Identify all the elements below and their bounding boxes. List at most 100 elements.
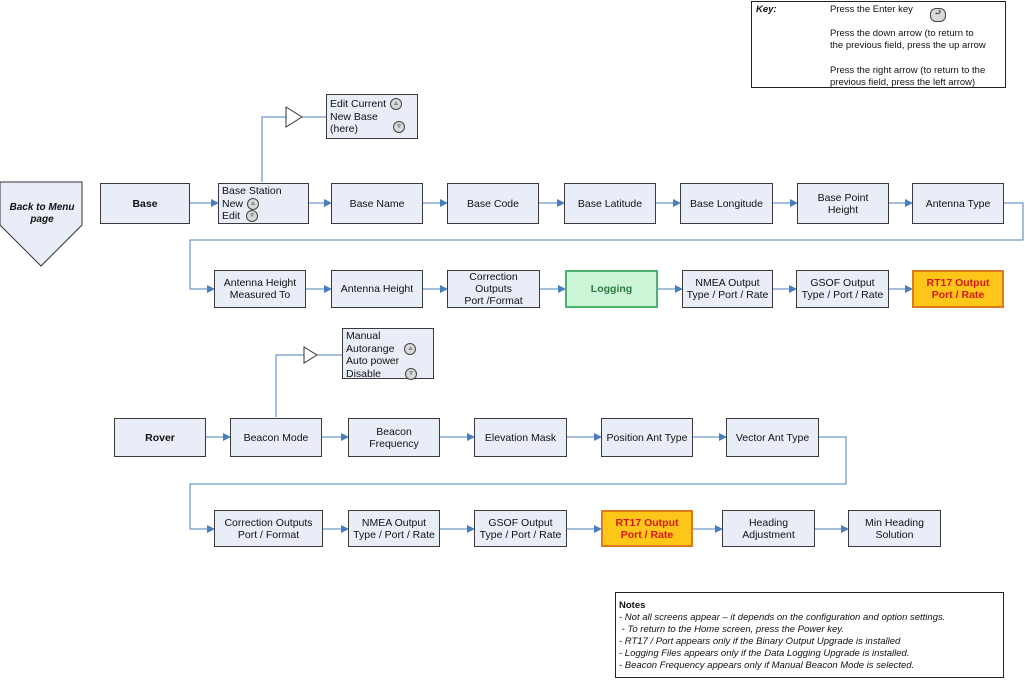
min-heading-solution-line1: Min Heading: [865, 516, 924, 529]
heading-adjustment-box[interactable]: Heading Adjustment: [722, 510, 815, 547]
key-title: Key:: [756, 4, 777, 15]
base-name-box[interactable]: Base Name: [331, 183, 423, 224]
down-arrow-icon: ▿: [393, 121, 405, 133]
enter-key-icon: ⮐: [930, 8, 946, 22]
base-station-edit-option: Edit▿: [222, 210, 305, 223]
base-gsof-output-box[interactable]: GSOF Output Type / Port / Rate: [796, 270, 889, 308]
rover-gsof-output-line1: GSOF Output: [488, 516, 553, 529]
base-rt17-output-line1: RT17 Output: [926, 277, 990, 289]
key-legend: Key: Press the Enter key ⮐ Press the dow…: [751, 1, 1006, 88]
heading-adjustment-line2: Adjustment: [742, 528, 795, 541]
beacon-frequency-line2: Frequency: [369, 437, 419, 450]
antenna-type-box[interactable]: Antenna Type: [912, 183, 1004, 224]
beacon-autorange-option: Autorange▵: [346, 343, 430, 356]
beacon-options-box[interactable]: Manual Autorange▵ Auto power Disable▿: [342, 328, 434, 381]
position-ant-type-box[interactable]: Position Ant Type: [601, 418, 693, 457]
up-arrow-icon: ▵: [247, 197, 260, 210]
elevation-mask-box[interactable]: Elevation Mask: [474, 418, 567, 457]
rover-nmea-output-box[interactable]: NMEA Output Type / Port / Rate: [348, 510, 440, 547]
notes-title: Notes: [619, 600, 646, 611]
base-correction-outputs-box[interactable]: Correction Outputs Port /Format: [447, 270, 540, 308]
rover-box[interactable]: Rover: [114, 418, 206, 457]
base-longitude-label: Base Longitude: [690, 197, 763, 210]
here-option: (here): [330, 123, 359, 135]
beacon-frequency-box[interactable]: Beacon Frequency: [348, 418, 440, 457]
key-down-text-2: the previous field, press the up arrow: [830, 40, 986, 51]
base-station-new-option: New▵: [222, 198, 305, 211]
up-arrow-icon: ▵: [390, 98, 403, 111]
base-nmea-output-box[interactable]: NMEA Output Type / Port / Rate: [682, 270, 773, 308]
edit-current-options-box[interactable]: Edit Current▵ New Base (here) ▿: [326, 94, 418, 139]
rover-rt17-output-line1: RT17 Output: [615, 516, 679, 529]
base-code-label: Base Code: [467, 197, 519, 210]
key-right-text-2: previous field, press the left arrow): [830, 77, 976, 88]
beacon-disable-option: Disable▿: [346, 368, 430, 381]
vector-ant-type-box[interactable]: Vector Ant Type: [726, 418, 819, 457]
beacon-frequency-line1: Beacon: [376, 425, 412, 438]
edit-current-option: Edit Current▵: [330, 98, 414, 111]
antenna-height-measured-to-line2: Measured To: [229, 289, 291, 301]
antenna-height-box[interactable]: Antenna Height: [331, 270, 423, 308]
antenna-type-label: Antenna Type: [925, 197, 991, 210]
heading-adjustment-line1: Heading: [748, 516, 789, 529]
notes-line: - Beacon Frequency appears only if Manua…: [619, 660, 915, 671]
base-box[interactable]: Base: [100, 183, 190, 224]
rover-gsof-output-line2: Type / Port / Rate: [479, 528, 562, 541]
back-to-menu-line1: Back to Menu: [9, 202, 75, 213]
back-to-menu-shape: [0, 181, 83, 267]
rover-gsof-output-box[interactable]: GSOF Output Type / Port / Rate: [474, 510, 567, 547]
back-to-menu-line2: page: [30, 214, 54, 225]
new-base-option: New Base: [330, 110, 378, 123]
notes-line: - Logging Files appears only if the Data…: [619, 648, 910, 659]
base-latitude-label: Base Latitude: [577, 197, 643, 210]
base-nmea-output-line1: NMEA Output: [695, 277, 760, 289]
notes-line: - To return to the Home screen, press th…: [619, 624, 844, 635]
rover-label: Rover: [145, 431, 175, 444]
min-heading-solution-line2: Solution: [875, 528, 914, 541]
base-correction-outputs-line1: Correction Outputs: [469, 271, 518, 295]
beacon-auto-power-option: Auto power: [346, 355, 400, 367]
logging-box[interactable]: Logging: [565, 270, 658, 308]
base-gsof-output-line2: Type / Port / Rate: [801, 289, 884, 301]
beacon-manual-option: Manual: [346, 330, 381, 342]
base-longitude-box[interactable]: Base Longitude: [680, 183, 773, 224]
base-point-height-label: Base Point Height: [817, 191, 869, 216]
back-to-menu-page[interactable]: Back to Menu page: [2, 202, 82, 226]
elevation-mask-label: Elevation Mask: [484, 431, 557, 444]
base-nmea-output-line2: Type / Port / Rate: [686, 289, 769, 301]
notes-box: Notes - Not all screens appear – it depe…: [615, 592, 1004, 678]
rover-correction-outputs-box[interactable]: Correction Outputs Port / Format: [214, 510, 323, 547]
notes-line: - RT17 / Port appears only if the Binary…: [619, 636, 901, 647]
up-arrow-icon: ▵: [404, 342, 417, 355]
antenna-height-label: Antenna Height: [340, 283, 414, 295]
rover-nmea-output-line2: Type / Port / Rate: [353, 528, 435, 541]
base-station-title: Base Station: [222, 185, 282, 197]
beacon-mode-label: Beacon Mode: [243, 431, 309, 444]
beacon-mode-box[interactable]: Beacon Mode: [230, 418, 322, 457]
logging-label: Logging: [590, 283, 633, 295]
base-station-options-box[interactable]: Base Station New▵ Edit▿: [218, 183, 309, 224]
rover-nmea-output-line1: NMEA Output: [361, 516, 427, 529]
rover-correction-outputs-line1: Correction Outputs: [224, 516, 313, 529]
position-ant-type-label: Position Ant Type: [606, 431, 688, 444]
base-rt17-output-line2: Port / Rate: [931, 289, 985, 301]
base-code-box[interactable]: Base Code: [447, 183, 539, 224]
rover-rt17-output-box[interactable]: RT17 Output Port / Rate: [601, 510, 693, 547]
key-down-text-1: Press the down arrow (to return to: [830, 28, 974, 39]
base-label: Base: [132, 197, 158, 210]
vector-ant-type-label: Vector Ant Type: [735, 431, 810, 444]
notes-line: - Not all screens appear – it depends on…: [619, 612, 946, 623]
min-heading-solution-box[interactable]: Min Heading Solution: [848, 510, 941, 547]
down-arrow-icon: ▿: [405, 367, 418, 380]
base-name-label: Base Name: [349, 197, 405, 210]
down-arrow-icon: ▿: [246, 210, 259, 223]
antenna-height-measured-to-box[interactable]: Antenna Height Measured To: [214, 270, 306, 308]
base-latitude-box[interactable]: Base Latitude: [564, 183, 656, 224]
right-arrow-icon: [285, 106, 303, 128]
key-right-text-1: Press the right arrow (to return to the: [830, 65, 986, 76]
rover-rt17-output-line2: Port / Rate: [620, 528, 674, 541]
base-point-height-box[interactable]: Base Point Height: [797, 183, 889, 224]
base-rt17-output-box[interactable]: RT17 Output Port / Rate: [912, 270, 1004, 308]
base-gsof-output-line1: GSOF Output: [810, 277, 875, 289]
